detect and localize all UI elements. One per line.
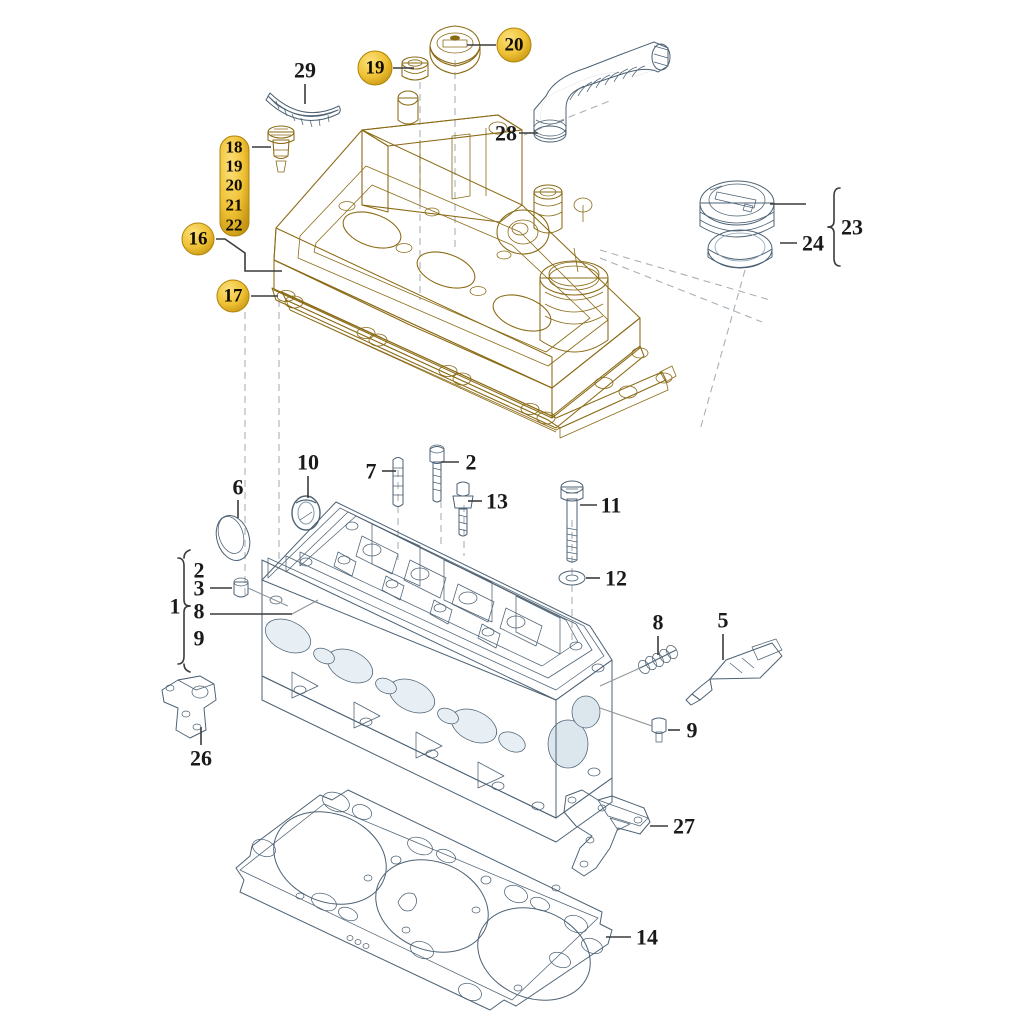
fastener-kit-stack [219,135,250,237]
callout-label-10[interactable]: 10 [297,450,319,475]
callout-label-8-right[interactable]: 8 [653,610,664,635]
callout-label-23[interactable]: 23 [841,215,863,240]
callout-label-12[interactable]: 12 [605,566,627,591]
oil-filler-neck [496,184,609,353]
callout-circle-20[interactable] [496,27,532,63]
callout-label-24[interactable]: 24 [802,231,824,256]
thread-insert-8 [638,644,678,675]
callout-label-11[interactable]: 11 [601,493,622,518]
callout-label-1[interactable]: 1 [170,594,181,619]
callout-label-19[interactable]: 19 [366,58,385,79]
sealant-tube-5 [685,638,783,706]
breather-hose-28 [533,41,671,143]
cover-cap-20 [429,25,481,75]
oil-cap-seal-ring-24 [707,229,773,269]
washer-12 [558,570,586,586]
cylinder-head-gasket-14 [235,789,613,1011]
cylinder-head-bolt-11 [560,480,584,563]
callout-label-21[interactable]: 21 [226,196,243,215]
oil-filler-cap-23 [699,180,775,238]
callout-label-20b[interactable]: 20 [226,176,243,195]
callout-label-13[interactable]: 13 [486,489,508,514]
cover-screw-18 [267,125,295,173]
callout-label-17[interactable]: 17 [224,286,244,307]
callout-label-5[interactable]: 5 [718,608,729,633]
callout-circle-19[interactable] [357,50,393,86]
callout-label-19b[interactable]: 19 [226,157,243,176]
callout-circle-17[interactable] [216,279,250,313]
callout-label-2-top[interactable]: 2 [466,450,477,475]
bearing-shell-29 [265,92,341,128]
callout-label-20[interactable]: 20 [505,35,524,56]
dowel-pin-7 [392,457,404,507]
callout-label-18[interactable]: 18 [226,138,243,157]
mounting-bracket-26 [161,675,217,739]
mounting-bracket-27 [563,789,651,877]
brace-group-1 [177,549,191,673]
callout-label-2-left[interactable]: 2 [194,558,205,583]
callout-label-9-left[interactable]: 9 [194,626,205,651]
callout-circle-16[interactable] [181,222,215,256]
hex-bolt-2 [429,444,445,503]
callout-label-6[interactable]: 6 [233,475,244,500]
valve-cover-gasket-17 [281,291,677,439]
plug-3 [233,577,249,598]
assembly-axis-lines [244,60,771,640]
callout-label-16[interactable]: 16 [189,229,208,250]
brace-group-23 [827,187,841,267]
bolt-small-9 [651,717,667,743]
seal-ring-10 [291,495,321,531]
core-plug-6 [215,515,251,561]
callout-label-8-left[interactable]: 8 [194,599,205,624]
callout-label-29[interactable]: 29 [294,58,316,83]
valve-cover-16 [271,90,649,429]
leader-lines [200,44,806,938]
stud-bolt-13 [452,481,474,537]
callout-label-26[interactable]: 26 [190,746,212,771]
callout-label-9-right[interactable]: 9 [687,718,698,743]
cylinder-head-1 [261,501,613,843]
callout-label-27[interactable]: 27 [673,814,695,839]
callout-label-7[interactable]: 7 [366,459,377,484]
callout-label-22[interactable]: 22 [226,216,243,235]
grommet-nut-19 [401,56,429,81]
callout-label-14[interactable]: 14 [636,925,658,950]
callout-label-3[interactable]: 3 [194,576,205,601]
callout-label-28[interactable]: 28 [495,121,517,146]
